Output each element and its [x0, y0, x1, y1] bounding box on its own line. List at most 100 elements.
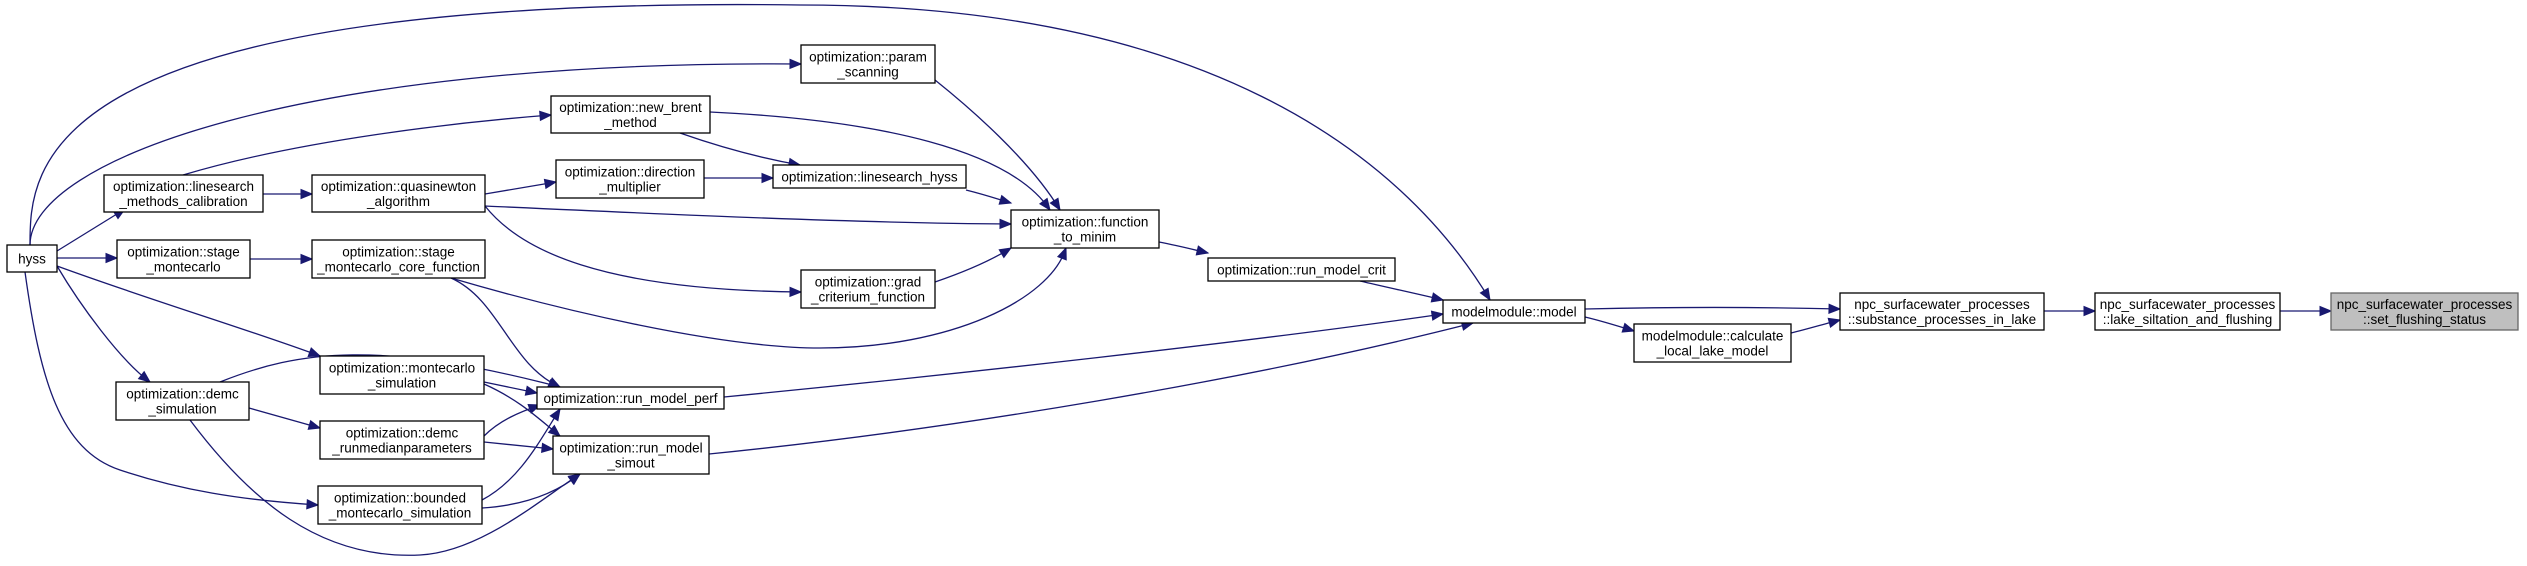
node-box: [1839, 292, 2045, 331]
arrowhead: [998, 247, 1013, 259]
edge-run_model_perf-to-modelmodule_model: [723, 310, 1445, 398]
arrowhead: [1479, 287, 1491, 302]
node-modelmodule-model[interactable]: modelmodule::model: [1442, 299, 1586, 324]
arrowhead: [547, 424, 562, 437]
arrowhead: [541, 442, 555, 454]
node-linesearch-hyss[interactable]: optimization::linesearch_hyss: [772, 164, 967, 189]
node-run-model-simout[interactable]: optimization::run_model_simout: [552, 435, 710, 475]
node-label: _method: [603, 115, 657, 130]
arrowhead: [2083, 305, 2097, 317]
node-label: _runmedianparameters: [331, 441, 472, 456]
node-demc-simulation[interactable]: optimization::demc_simulation: [115, 381, 250, 421]
node-box: [2094, 292, 2281, 331]
edge-quasinewton_algorithm-to-function_to_minim: [484, 205, 1013, 230]
node-label: optimization::stage: [127, 245, 240, 260]
edge-modelmodule_model-to-calculate_local_lake_model: [1584, 316, 1636, 333]
node-label: _methods_calibration: [118, 194, 247, 209]
node-box: [116, 239, 251, 279]
node-box: [317, 485, 483, 525]
arrowhead: [789, 58, 803, 70]
node-label: ::substance_processes_in_lake: [1848, 312, 2036, 327]
node-label: optimization::demc: [346, 426, 459, 441]
node-set-flushing-status[interactable]: npc_surfacewater_processes::set_flushing…: [2330, 292, 2519, 331]
node-demc-runmedianparameters[interactable]: optimization::demc_runmedianparameters: [319, 420, 485, 460]
edge-new_brent_method-to-function_to_minim: [709, 111, 1051, 212]
node-box: [1207, 257, 1396, 282]
edge-demc_runmedianparameters-to-run_model_simout: [483, 441, 555, 454]
node-substance-processes-in-lake[interactable]: npc_surfacewater_processes::substance_pr…: [1839, 292, 2045, 331]
node-label: optimization::param: [809, 50, 927, 65]
node-box: [800, 269, 936, 309]
call-graph-nodes: hyss optimization::linesearch_methods_cal…: [6, 44, 2519, 525]
node-function-to-minim[interactable]: optimization::function_to_minim: [1010, 209, 1160, 249]
node-label: _simulation: [367, 376, 436, 391]
edge-demc_simulation-to-run_model_simout: [189, 419, 582, 556]
edge-modelmodule_model-to-substance_processes_in_lake: [1584, 303, 1842, 314]
node-box: [536, 386, 725, 410]
node-label: _scanning: [836, 65, 899, 80]
node-label: _local_lake_model: [1656, 344, 1769, 359]
node-box: [552, 435, 710, 475]
node-label: optimization::linesearch: [113, 179, 254, 194]
edge-linesearch_methods_calibration-to-new_brent_method: [182, 110, 553, 176]
node-stage-montecarlo[interactable]: optimization::stage_montecarlo: [116, 239, 251, 279]
node-quasinewton-algorithm[interactable]: optimization::quasinewton_algorithm: [311, 174, 486, 213]
node-run-model-perf[interactable]: optimization::run_model_perf: [536, 386, 725, 410]
node-label: optimization::run_model_crit: [1217, 263, 1386, 278]
node-box: [103, 174, 264, 213]
node-box: [6, 244, 58, 273]
edge-quasinewton_algorithm-to-direction_multiplier: [484, 178, 558, 195]
node-label: optimization::montecarlo: [329, 361, 475, 376]
node-calculate-local-lake-model[interactable]: modelmodule::calculate_local_lake_model: [1633, 323, 1792, 363]
node-bounded-montecarlo-simulation[interactable]: optimization::bounded_montecarlo_simulat…: [317, 485, 483, 525]
arrowhead: [1430, 310, 1445, 321]
node-label: optimization::quasinewton: [321, 179, 476, 194]
edge-linesearch_methods_calibration-to-quasinewton_algorithm: [263, 188, 314, 200]
arrowhead: [539, 110, 553, 122]
node-box: [800, 44, 936, 84]
arrowhead: [998, 194, 1013, 205]
node-label: optimization::linesearch_hyss: [781, 170, 958, 185]
node-box: [319, 420, 485, 460]
node-box: [319, 355, 485, 395]
node-label: npc_surfacewater_processes: [2100, 297, 2276, 312]
node-run-model-crit[interactable]: optimization::run_model_crit: [1207, 257, 1396, 282]
node-lake-siltation-and-flushing[interactable]: npc_surfacewater_processes::lake_siltati…: [2094, 292, 2281, 331]
edge-hyss-to-demc_simulation: [56, 265, 152, 383]
node-label: optimization::demc: [126, 387, 239, 402]
node-grad-criterium-function[interactable]: optimization::grad_criterium_function: [800, 269, 936, 309]
node-label: optimization::run_model_perf: [543, 391, 717, 406]
arrowhead: [567, 473, 582, 485]
arrowhead: [105, 252, 119, 264]
arrowhead: [137, 370, 152, 383]
edge-direction_multiplier-to-linesearch_hyss: [704, 172, 775, 184]
edge-stage_montecarlo-to-stage_montecarlo_core_function: [250, 253, 314, 265]
arrowhead: [543, 178, 558, 190]
arrowhead: [1828, 303, 1842, 314]
node-direction-multiplier[interactable]: optimization::direction_multiplier: [555, 159, 705, 199]
edge-hyss-to-stage_montecarlo: [57, 252, 119, 264]
node-new-brent-method[interactable]: optimization::new_brent_method: [550, 95, 711, 134]
node-label: optimization::grad: [815, 275, 922, 290]
node-label: npc_surfacewater_processes: [1854, 297, 2030, 312]
edge-hyss-to-bounded_montecarlo_simulation: [24, 271, 320, 510]
node-label: _montecarlo: [145, 260, 220, 275]
node-linesearch-methods-calibration[interactable]: optimization::linesearch_methods_calibra…: [103, 174, 264, 213]
arrowhead: [1195, 245, 1210, 256]
arrowhead: [524, 385, 539, 396]
arrowhead: [307, 347, 322, 357]
node-hyss[interactable]: hyss: [6, 244, 58, 273]
arrowhead: [1038, 197, 1051, 212]
node-box: [311, 174, 486, 213]
node-stage-montecarlo-core-function[interactable]: optimization::stage_montecarlo_core_func…: [311, 239, 486, 279]
arrowhead: [549, 407, 561, 422]
edge-function_to_minim-to-run_model_crit: [1158, 241, 1210, 256]
node-param-scanning[interactable]: optimization::param_scanning: [800, 44, 936, 84]
arrowhead: [789, 286, 803, 298]
node-box: [1633, 323, 1792, 363]
node-box: [555, 159, 705, 199]
node-montecarlo-simulation[interactable]: optimization::montecarlo_simulation: [319, 355, 485, 395]
edge-montecarlo_simulation-to-run_model_simout: [483, 383, 562, 437]
node-label: optimization::run_model: [559, 441, 702, 456]
